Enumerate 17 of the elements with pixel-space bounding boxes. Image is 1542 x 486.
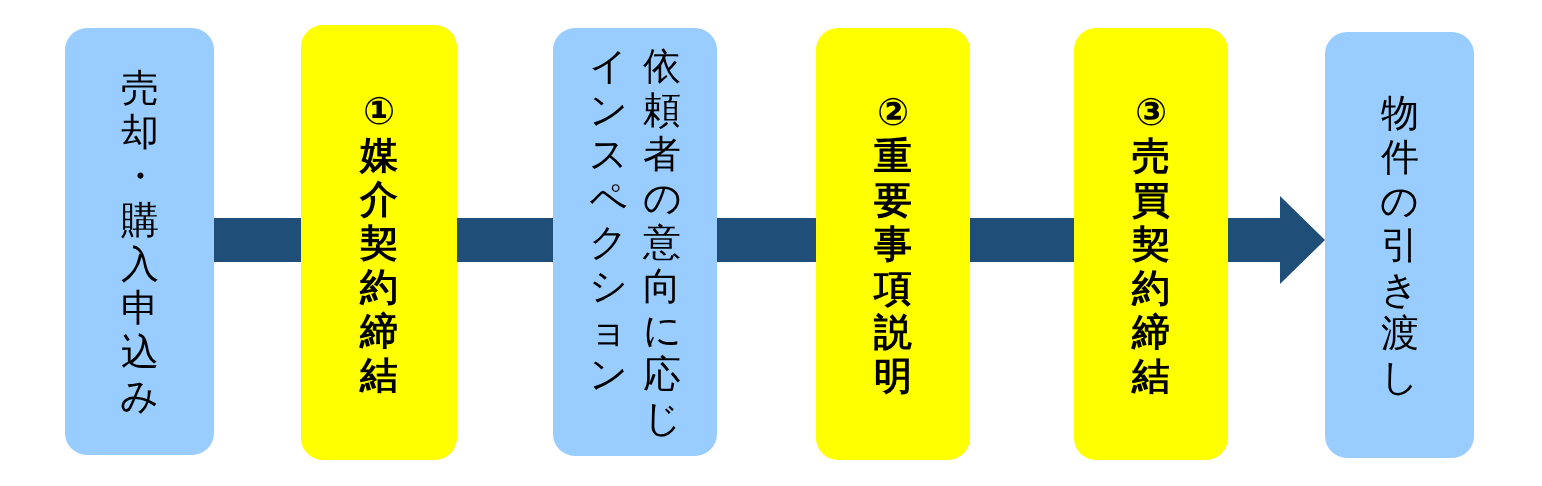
process-box [1325,32,1474,458]
process-box [816,28,970,460]
connector-bar [457,218,553,262]
step-label: ①媒介契約締結 [358,88,399,397]
arrow [1228,196,1325,284]
process-box [1074,28,1228,460]
step-label: ②重要事項説明 [872,90,913,398]
step-label: 売却・購入申込み [119,65,160,418]
step-label: ③売買契約締結 [1130,90,1171,398]
process-box [553,28,717,456]
connector-bar [970,218,1074,262]
step-label: 依頼者の意向に応じインスペクション [587,44,683,440]
connector-bar [214,218,301,262]
step-label: 物件の引き渡し [1379,91,1420,399]
process-box [65,28,214,455]
connector-bar [717,218,816,262]
process-box [301,25,457,460]
